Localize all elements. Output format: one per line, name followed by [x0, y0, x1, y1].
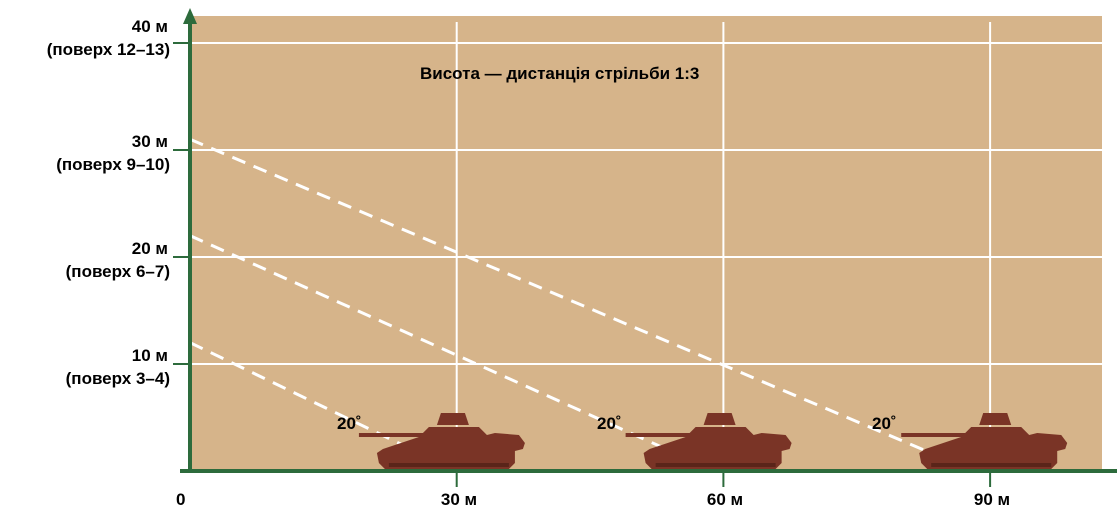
tank-hatch-3	[979, 413, 1012, 425]
tank-barrel-3	[901, 433, 977, 437]
tank-icon-3	[901, 413, 1068, 471]
x-tick-label-90: 90 м	[973, 490, 1011, 509]
angle-label-tank-2: 20˚	[597, 414, 622, 433]
y-tick-sublabel-10: (поверх 3–4)	[65, 369, 170, 388]
tank-barrel-1	[358, 433, 434, 437]
tank-hatch-2	[703, 413, 736, 425]
tank-track-2	[655, 463, 776, 467]
y-tick-label-40: 40 м	[131, 17, 168, 36]
angle-label-tank-3: 20˚	[872, 414, 897, 433]
y-tick-sublabel-40: (поверх 12–13)	[46, 40, 170, 59]
trajectory-line-3	[189, 137, 965, 469]
angle-label-tank-1: 20˚	[337, 414, 362, 433]
axes	[173, 8, 1117, 487]
x-tick-label-30: 30 м	[440, 490, 478, 509]
tank-body-2	[643, 427, 792, 471]
tank-icon-2	[625, 413, 792, 471]
tank-track-1	[388, 463, 509, 467]
diagram-background	[190, 16, 1102, 471]
tank-barrel-2	[625, 433, 701, 437]
trajectory-line-2	[189, 234, 707, 469]
diagram-title: Висота — дистанція стрільби 1:3	[420, 64, 700, 83]
tank-track-3	[931, 463, 1052, 467]
x-origin-label: 0	[176, 490, 186, 509]
tank-hatch-1	[436, 413, 469, 425]
tank-body-3	[919, 427, 1068, 471]
y-tick-label-20: 20 м	[131, 239, 168, 258]
y-tick-sublabel-30: (поверх 9–10)	[56, 155, 170, 174]
tank-icon-1	[358, 413, 525, 471]
tanks-group	[358, 413, 1068, 471]
y-tick-label-30: 30 м	[131, 132, 168, 151]
x-tick-label-60: 60 м	[706, 490, 744, 509]
y-tick-sublabel-20: (поверх 6–7)	[65, 262, 170, 281]
tank-body-1	[376, 427, 525, 471]
y-axis-arrow	[183, 8, 197, 24]
grid-lines	[190, 22, 1102, 471]
y-tick-label-10: 10 м	[131, 346, 168, 365]
